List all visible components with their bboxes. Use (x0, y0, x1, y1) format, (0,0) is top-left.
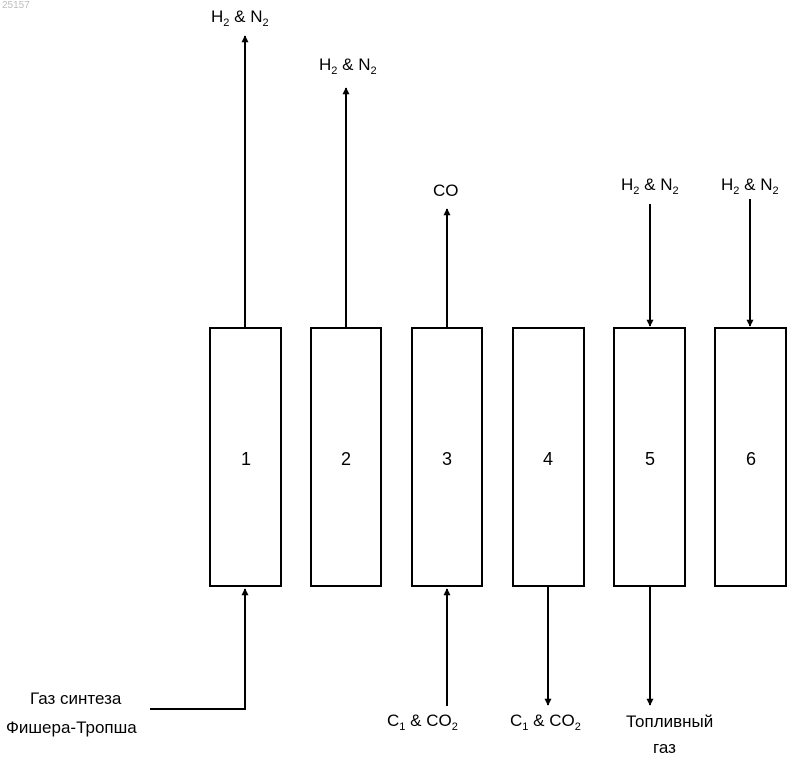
feed-label-line2: Фишера-Тропша (6, 718, 137, 737)
label-h2n2-5: H2 & N2 (621, 175, 679, 197)
fuel-gas-label-line2: газ (653, 738, 676, 757)
unit-number-5: 5 (645, 449, 655, 469)
unit-number-6: 6 (746, 449, 756, 469)
feed-arrow-1 (150, 589, 245, 709)
unit-number-1: 1 (241, 449, 251, 469)
fuel-gas-label-line1: Топливный (626, 712, 713, 731)
watermark-text: 25157 (2, 0, 30, 11)
label-c1co2-4: C1 & CO2 (510, 711, 581, 733)
label-co: CO (433, 181, 459, 200)
feed-label-line1: Газ синтеза (30, 689, 122, 708)
unit-number-4: 4 (543, 449, 553, 469)
label-h2n2-1: H2 & N2 (211, 7, 269, 29)
label-c1co2-3: C1 & CO2 (387, 711, 458, 733)
label-h2n2-2: H2 & N2 (319, 55, 377, 77)
unit-number-3: 3 (442, 449, 452, 469)
unit-number-2: 2 (341, 449, 351, 469)
label-h2n2-6: H2 & N2 (721, 175, 779, 197)
